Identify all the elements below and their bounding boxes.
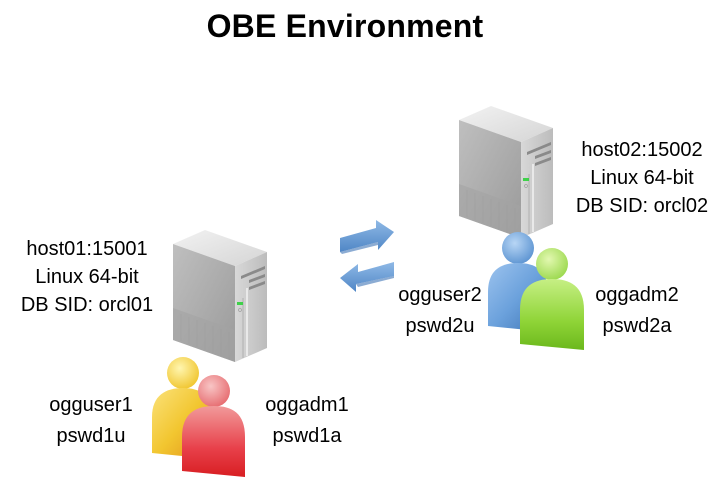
diagram-title: OBE Environment (206, 8, 484, 44)
host1-os: Linux 64-bit (35, 266, 139, 288)
user-label-oggadm2: oggadm2 pswd2a (582, 280, 692, 342)
user-icon-oggadm2 (520, 248, 584, 350)
arrow-right-icon (340, 220, 394, 254)
server-tower-icon (459, 106, 553, 238)
host2-db-sid: DB SID: orcl02 (575, 195, 709, 217)
password: pswd1u (56, 425, 126, 447)
password: pswd2u (405, 315, 475, 337)
user-icon-oggadm1 (182, 375, 245, 477)
user-pair-icon (488, 232, 584, 350)
password: pswd2a (602, 315, 672, 337)
user-label-ogguser2: ogguser2 pswd2u (385, 280, 495, 342)
host2-info: host02:15002 Linux 64-bit DB SID: orcl02 (562, 136, 722, 220)
username: oggadm2 (595, 284, 679, 306)
host1-host-port: host01:15001 (26, 238, 148, 260)
user-label-oggadm1: oggadm1 pswd1a (252, 390, 362, 452)
username: ogguser2 (398, 284, 482, 306)
user-pair-icon (152, 357, 245, 477)
user-label-ogguser1: ogguser1 pswd1u (36, 390, 146, 452)
host1-info: host01:15001 Linux 64-bit DB SID: orcl01 (2, 235, 172, 319)
bidirectional-arrows-icon (340, 220, 394, 292)
host1-db-sid: DB SID: orcl01 (20, 294, 154, 316)
host2-host-port: host02:15002 (581, 139, 703, 161)
username: ogguser1 (49, 394, 133, 416)
arrow-left-icon (340, 262, 394, 292)
server-tower-icon (173, 230, 267, 362)
username: oggadm1 (265, 394, 349, 416)
password: pswd1a (272, 425, 342, 447)
host2-os: Linux 64-bit (590, 167, 694, 189)
